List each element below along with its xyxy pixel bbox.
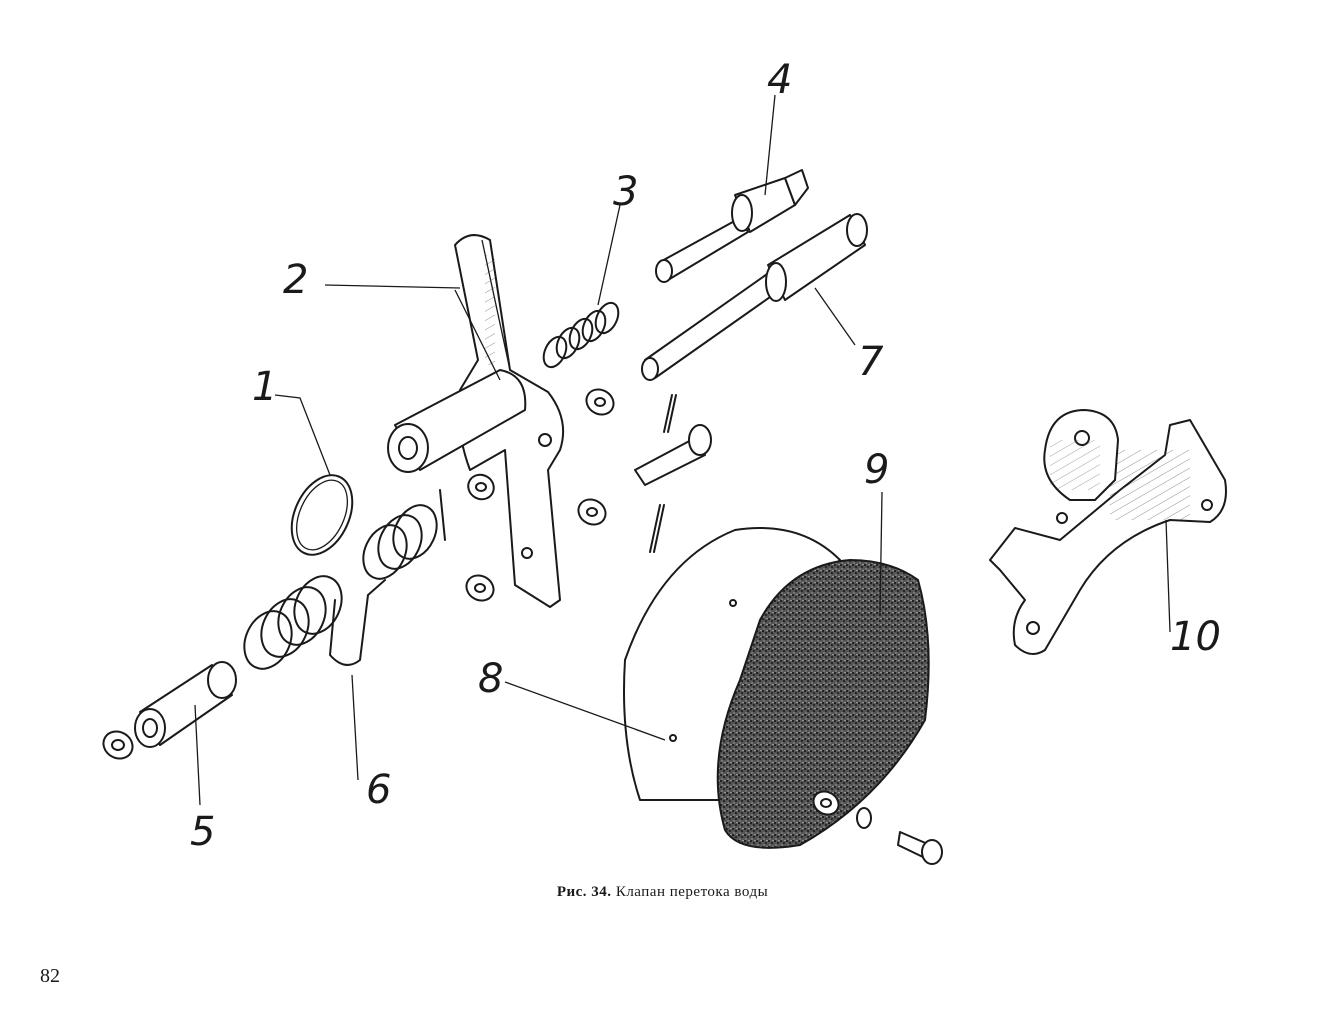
callout-1: 1 (252, 364, 277, 410)
callout-2: 2 (283, 257, 308, 303)
fasteners (812, 790, 943, 865)
part-2-lever (387, 234, 565, 608)
part-3-spring (542, 301, 620, 369)
part-10-bracket (989, 409, 1227, 655)
part-7-long-pin (641, 213, 868, 381)
page-number: 82 (40, 965, 60, 987)
callout-3: 3 (613, 169, 638, 215)
part-1-ring (290, 474, 354, 556)
part-6-torsion-spring (243, 489, 446, 670)
leader-lines (194, 94, 1171, 806)
figure-caption-prefix: Рис. 34. (556, 884, 612, 900)
callout-8: 8 (478, 656, 503, 702)
callout-4: 4 (767, 57, 792, 103)
callout-6: 6 (366, 767, 391, 813)
callout-5: 5 (190, 809, 215, 855)
part-4-stepped-pin (655, 169, 809, 283)
part-5-bushing (102, 661, 237, 760)
callout-labels: 1 2 3 4 5 6 7 8 9 10 (190, 57, 1221, 855)
callout-7: 7 (858, 339, 884, 385)
figure-caption-text: Клапан перетока воды (615, 884, 769, 900)
washers-and-pins (465, 388, 712, 602)
part-9-felt-seal (716, 558, 930, 849)
callout-10: 10 (1170, 614, 1221, 660)
callout-9: 9 (864, 447, 889, 493)
figure-caption: Рис. 34. Клапан перетока воды (0, 884, 1325, 901)
